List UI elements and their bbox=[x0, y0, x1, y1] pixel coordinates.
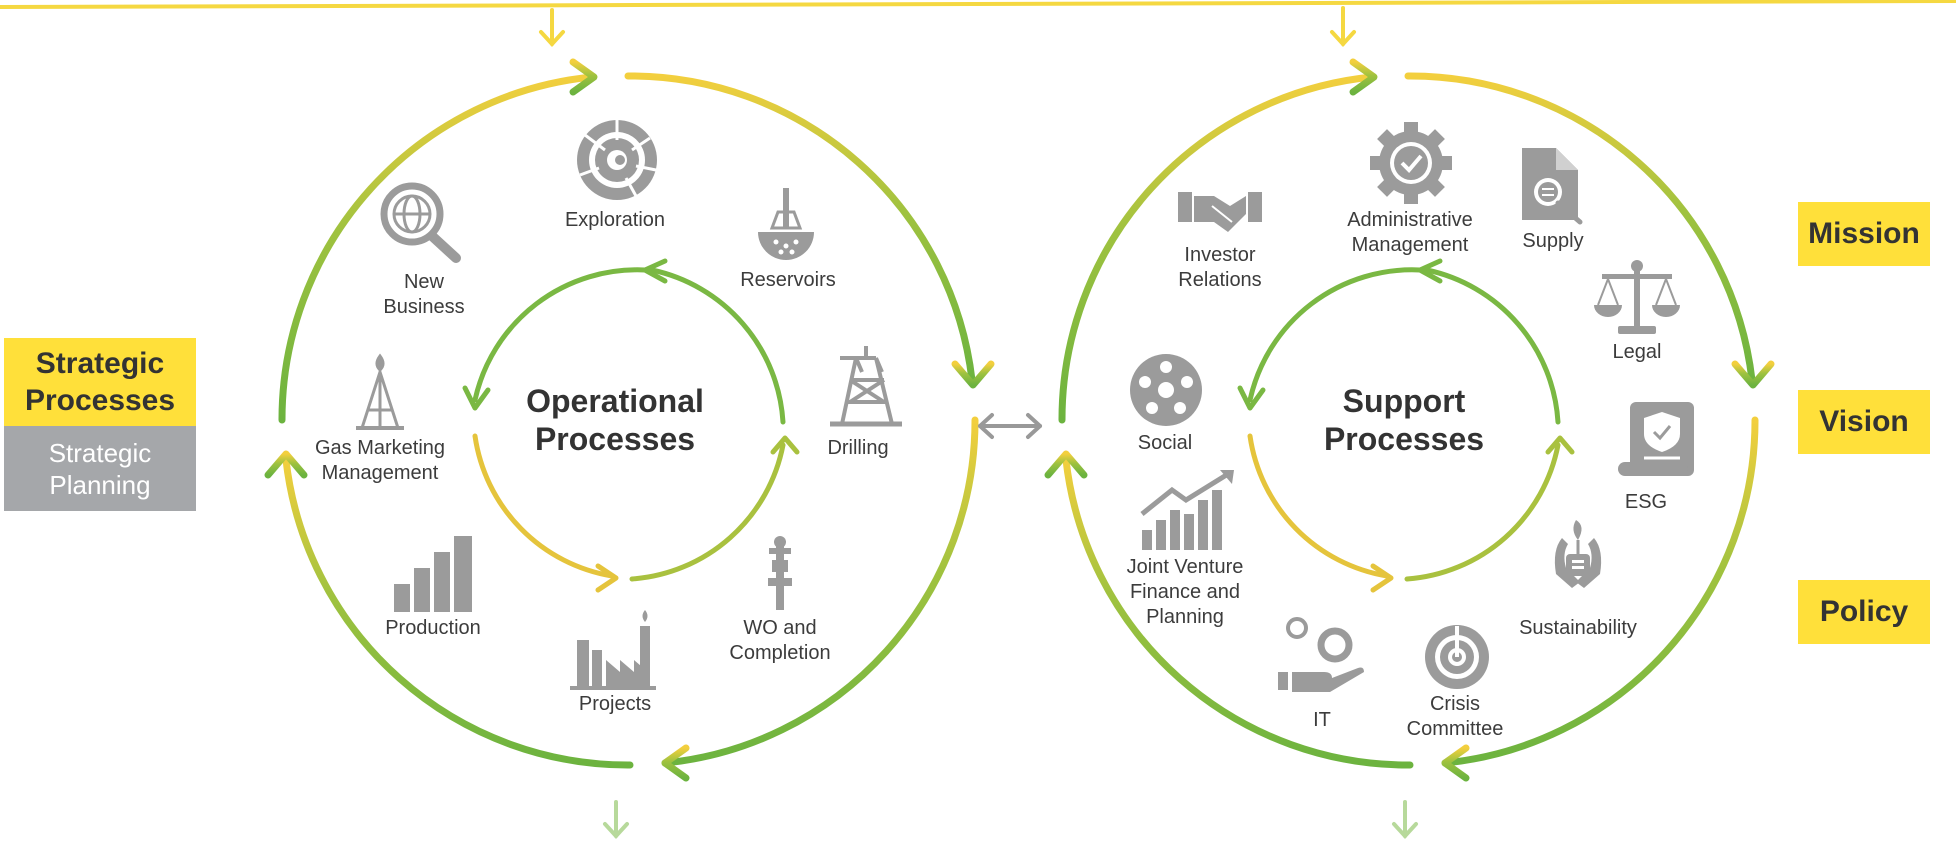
label-supply: Supply bbox=[1522, 230, 1584, 252]
support-processes-title: Support Processes bbox=[1323, 383, 1485, 457]
gas-flare-tower-icon bbox=[356, 353, 404, 430]
input-arrow-left-icon bbox=[539, 8, 565, 47]
input-arrow-right-icon bbox=[1330, 6, 1356, 47]
label-gas-marketing: Gas Marketing Management bbox=[314, 437, 446, 484]
document-search-icon bbox=[1522, 148, 1583, 225]
label-legal: Legal bbox=[1612, 341, 1662, 363]
hands-leaf-icon bbox=[1554, 520, 1602, 588]
vision-tag: Vision bbox=[1798, 390, 1930, 454]
factory-icon bbox=[570, 610, 656, 690]
mission-tag: Mission bbox=[1798, 202, 1930, 266]
target-icon bbox=[1425, 625, 1489, 689]
certificate-shield-icon bbox=[1618, 402, 1694, 476]
operational-inner-cycle bbox=[462, 258, 800, 593]
handshake-icon bbox=[1178, 192, 1262, 232]
output-arrow-right-icon bbox=[1392, 800, 1418, 839]
strategic-processes-box: Strategic Processes bbox=[4, 338, 196, 426]
label-projects: Projects bbox=[578, 693, 652, 715]
policy-tag: Policy bbox=[1798, 580, 1930, 644]
support-outer-cycle bbox=[1044, 58, 1775, 782]
label-drilling: Drilling bbox=[827, 437, 889, 459]
operational-outer-cycle bbox=[264, 58, 995, 782]
gear-check-icon bbox=[1370, 122, 1452, 204]
label-wo-completion: WO and Completion bbox=[729, 617, 831, 664]
label-administrative-management: Administrative Management bbox=[1347, 209, 1473, 256]
scales-icon bbox=[1594, 260, 1680, 334]
label-crisis-committee: Crisis Committee bbox=[1406, 693, 1504, 740]
ammonite-shell-icon bbox=[577, 120, 657, 200]
label-joint-venture: Joint Venture Finance and Planning bbox=[1126, 556, 1244, 628]
globe-magnifier-icon bbox=[380, 182, 461, 263]
label-investor-relations: Investor Relations bbox=[1178, 244, 1262, 291]
label-social: Social bbox=[1137, 432, 1193, 454]
label-new-business: New Business bbox=[383, 271, 465, 318]
output-arrow-left-icon bbox=[603, 800, 629, 839]
label-reservoirs: Reservoirs bbox=[740, 269, 836, 291]
bidirectional-arrow-icon bbox=[978, 413, 1042, 439]
label-production: Production bbox=[385, 617, 481, 639]
label-exploration: Exploration bbox=[564, 209, 666, 231]
strategic-planning-box: Strategic Planning bbox=[4, 426, 196, 511]
top-input-line bbox=[0, 0, 1956, 47]
label-esg: ESG bbox=[1624, 491, 1668, 513]
support-inner-cycle bbox=[1237, 258, 1575, 593]
operational-processes-title: Operational Processes bbox=[526, 383, 704, 457]
growth-chart-icon bbox=[1140, 470, 1234, 550]
label-it: IT bbox=[1313, 709, 1331, 731]
drilling-tower-icon bbox=[830, 346, 902, 427]
gears-hand-icon bbox=[1278, 617, 1364, 692]
wellhead-icon bbox=[768, 536, 792, 610]
label-sustainability: Sustainability bbox=[1519, 617, 1637, 639]
reservoir-rig-icon bbox=[758, 188, 814, 260]
people-network-icon bbox=[1130, 354, 1202, 426]
bar-chart-icon bbox=[394, 536, 472, 612]
